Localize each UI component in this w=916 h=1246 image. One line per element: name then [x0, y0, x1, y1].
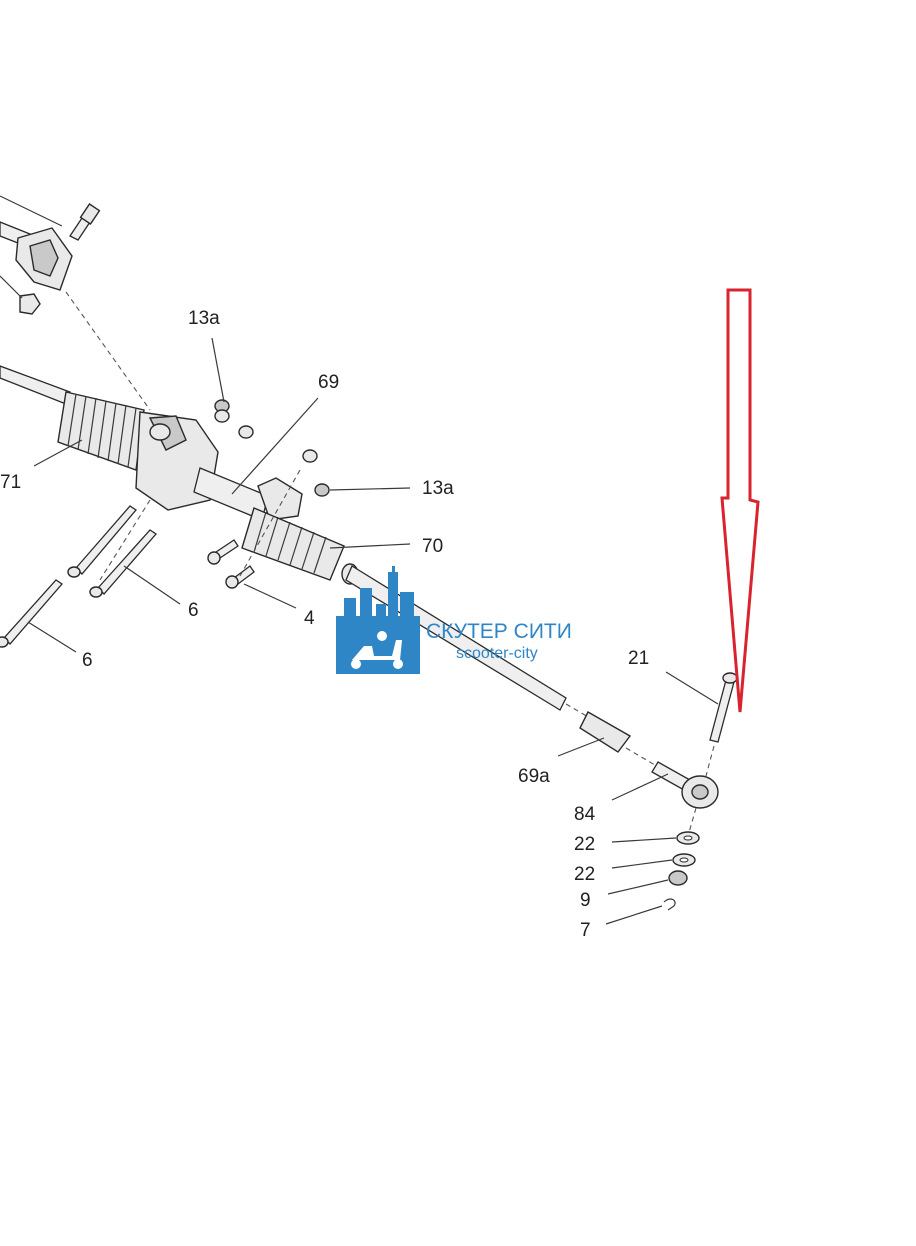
steering-shaft-universal-joint	[0, 195, 101, 315]
castle-nut-9	[668, 870, 688, 886]
housing-bolts	[207, 539, 255, 589]
washer-22-upper	[676, 831, 700, 845]
watermark-logo: СКУТЕР СИТИ scooter-city	[336, 566, 572, 674]
left-boot-bellows	[57, 391, 145, 471]
callout-4: 4	[304, 608, 315, 629]
washer-22-lower	[672, 853, 696, 867]
spacer-69a	[579, 711, 632, 753]
watermark-title: СКУТЕР СИТИ	[426, 620, 572, 643]
tie-rod-end	[651, 761, 719, 809]
callout-13a-right: 13a	[422, 478, 454, 499]
cotter-pin-7	[663, 898, 676, 911]
pivot-pin-21	[709, 672, 738, 743]
callout-22-lower: 22	[574, 864, 595, 885]
callout-6-left: 6	[82, 650, 93, 671]
callout-70: 70	[422, 536, 443, 557]
callout-84: 84	[574, 804, 596, 825]
callout-22-upper: 22	[574, 834, 595, 855]
city-skyline-icon	[336, 566, 420, 674]
watermark-subtitle: scooter-city	[456, 645, 538, 662]
callout-71: 71	[0, 472, 21, 493]
callout-69: 69	[318, 372, 339, 393]
scooter-icon	[351, 631, 403, 669]
assembly-guide-line	[65, 291, 151, 411]
callout-69a: 69a	[518, 766, 550, 787]
long-bolts	[0, 505, 157, 648]
leader-lines	[27, 337, 719, 925]
housing-nuts	[214, 399, 330, 497]
callout-21: 21	[628, 648, 649, 669]
red-down-arrow-icon	[720, 288, 760, 713]
right-boot-bellows	[241, 507, 345, 581]
callout-6-mid: 6	[188, 600, 199, 621]
callout-13a-top: 13a	[188, 308, 220, 329]
callout-9: 9	[580, 890, 591, 911]
callout-7: 7	[580, 920, 591, 941]
